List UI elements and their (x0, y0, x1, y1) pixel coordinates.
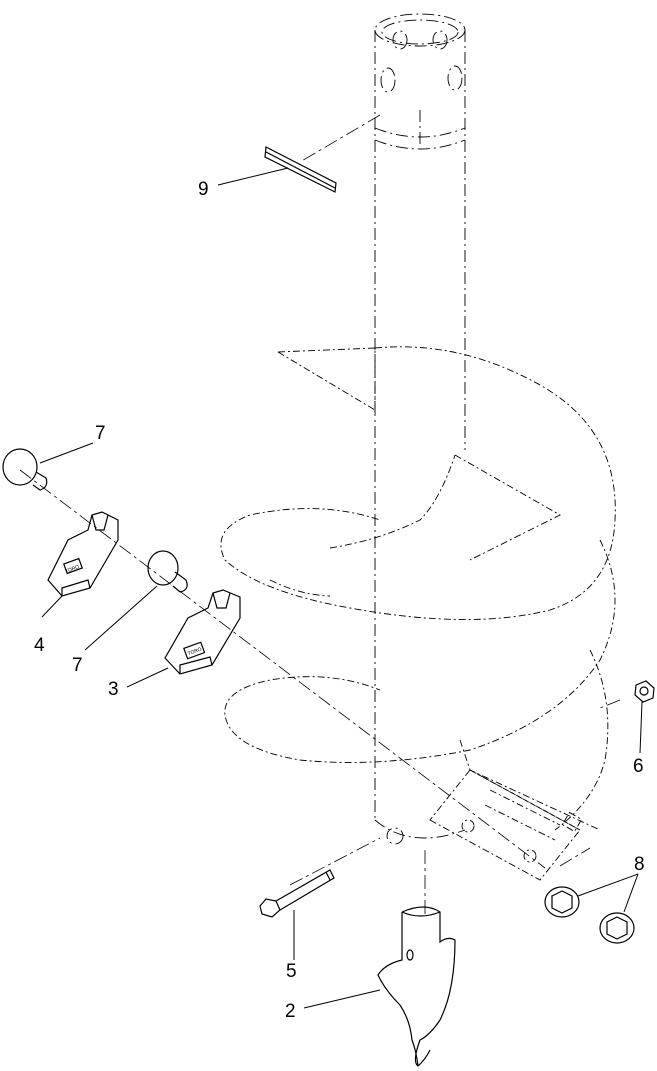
callout-4: 4 (34, 635, 45, 656)
pilot-point-part-2 (377, 906, 456, 1067)
callout-6: 6 (633, 756, 644, 777)
tooth-part-4 (47, 511, 119, 597)
tooth-mount-plate (429, 769, 583, 881)
callout-2: 2 (285, 1001, 296, 1022)
callout-7-upper: 7 (95, 423, 106, 444)
callout-7-lower: 7 (72, 655, 83, 676)
auger-flighting (220, 346, 616, 831)
tooth-stamp-3: TORO (187, 647, 203, 658)
key-part-9 (264, 146, 337, 193)
flange-nut-parts-8 (544, 886, 635, 944)
tooth-pin-upper (2, 448, 48, 491)
tooth-pin-lower (147, 550, 188, 593)
callout-3: 3 (108, 679, 119, 700)
tooth-stamp-4: TORO (65, 564, 81, 575)
tooth-part-3 (164, 589, 241, 675)
callout-5: 5 (286, 961, 297, 982)
bolt-part-5 (259, 869, 335, 918)
auger-shaft (374, 13, 466, 845)
locknut-part-6 (634, 680, 655, 703)
callout-9: 9 (198, 179, 209, 200)
assembly-centerlines (19, 114, 621, 915)
leader-lines (39, 167, 643, 1009)
callout-8: 8 (634, 854, 645, 875)
